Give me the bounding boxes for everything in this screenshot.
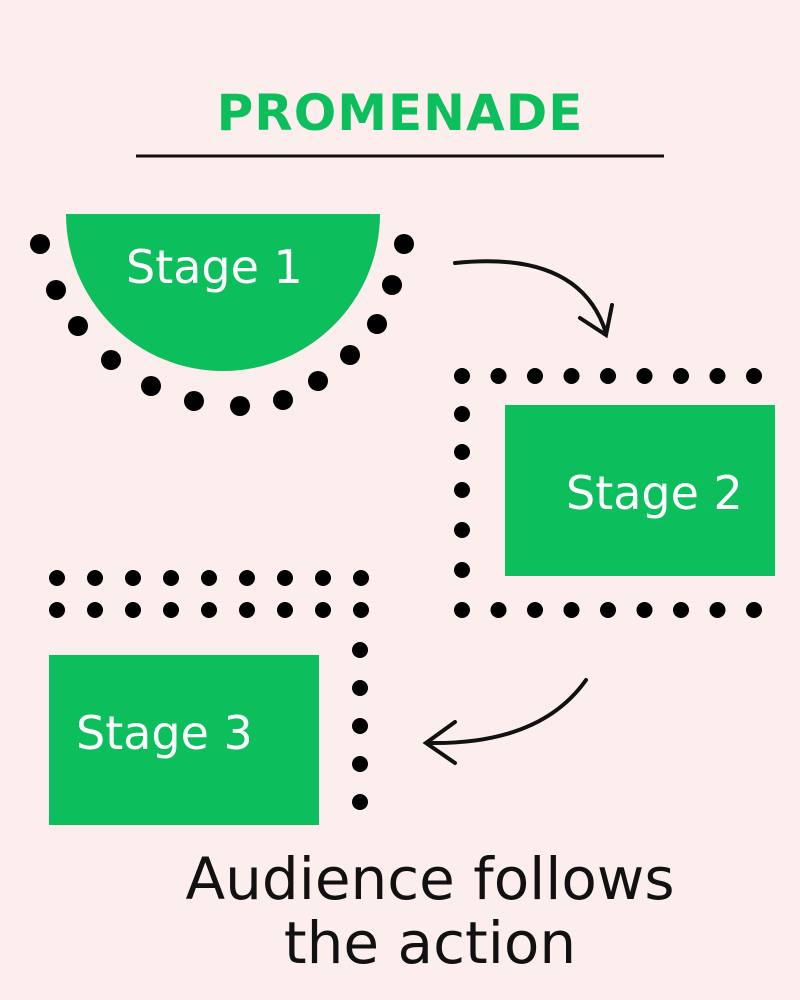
audience-dot-icon bbox=[101, 350, 121, 370]
audience-dot-icon bbox=[125, 602, 141, 618]
curved-arrow-icon bbox=[453, 259, 614, 339]
audience-dot-icon bbox=[709, 602, 726, 618]
audience-dot-icon bbox=[352, 794, 368, 810]
audience-dot-icon bbox=[163, 602, 179, 618]
audience-dot-icon bbox=[709, 368, 726, 384]
audience-dot-icon bbox=[340, 345, 360, 365]
audience-dot-icon bbox=[382, 275, 402, 295]
audience-dot-icon bbox=[184, 391, 204, 411]
audience-dot-icon bbox=[277, 602, 293, 618]
audience-dot-icon bbox=[746, 368, 762, 384]
audience-dot-icon bbox=[277, 570, 293, 586]
audience-dot-icon bbox=[636, 368, 653, 384]
stage-3-label: Stage 3 bbox=[76, 706, 253, 760]
stage-1-label: Stage 1 bbox=[126, 240, 303, 294]
audience-dot-icon bbox=[454, 602, 470, 618]
audience-dot-icon bbox=[68, 316, 88, 336]
audience-dot-icon bbox=[30, 234, 50, 254]
audience-dot-icon bbox=[746, 602, 762, 618]
audience-dot-icon bbox=[239, 602, 255, 618]
audience-dot-icon bbox=[352, 718, 368, 734]
audience-dot-icon bbox=[163, 570, 179, 586]
stage-2-label: Stage 2 bbox=[566, 466, 743, 520]
caption-line-2: the action bbox=[283, 909, 577, 977]
curved-arrow-icon bbox=[422, 678, 588, 765]
audience-dot-icon bbox=[673, 602, 689, 618]
audience-dot-icon bbox=[527, 602, 543, 618]
audience-dot-icon bbox=[454, 522, 470, 538]
stage-3-shape bbox=[49, 655, 319, 825]
audience-dot-icon bbox=[141, 376, 161, 396]
audience-dot-icon bbox=[125, 570, 141, 586]
audience-dot-icon bbox=[273, 390, 293, 410]
audience-dot-icon bbox=[308, 371, 328, 391]
audience-dot-icon bbox=[46, 280, 66, 300]
audience-dot-icon bbox=[490, 368, 507, 384]
audience-dots bbox=[30, 234, 762, 810]
audience-dot-icon bbox=[367, 314, 387, 334]
audience-dot-icon bbox=[230, 396, 250, 416]
page-title: PROMENADE bbox=[216, 84, 584, 142]
stage-1-shape bbox=[66, 214, 380, 371]
audience-dot-icon bbox=[600, 602, 616, 618]
audience-dot-icon bbox=[673, 368, 689, 384]
audience-dot-icon bbox=[454, 406, 470, 422]
audience-dot-icon bbox=[563, 602, 580, 618]
audience-dot-icon bbox=[49, 602, 65, 618]
audience-dot-icon bbox=[454, 482, 470, 498]
audience-dot-icon bbox=[201, 602, 217, 618]
audience-dot-icon bbox=[87, 570, 103, 586]
caption-line-1: Audience follows bbox=[185, 845, 675, 913]
audience-dot-icon bbox=[315, 602, 331, 618]
audience-dot-icon bbox=[352, 756, 368, 772]
audience-dot-icon bbox=[394, 234, 414, 254]
audience-dot-icon bbox=[636, 602, 653, 618]
audience-dot-icon bbox=[454, 444, 470, 460]
audience-dot-icon bbox=[563, 368, 580, 384]
audience-dot-icon bbox=[454, 368, 470, 384]
audience-dot-icon bbox=[600, 368, 616, 384]
audience-dot-icon bbox=[490, 602, 507, 618]
audience-dot-icon bbox=[527, 368, 543, 384]
audience-dot-icon bbox=[239, 570, 255, 586]
stage-2-shape bbox=[505, 405, 775, 576]
audience-dot-icon bbox=[315, 570, 331, 586]
audience-dot-icon bbox=[353, 602, 369, 618]
audience-dot-icon bbox=[49, 570, 65, 586]
audience-dot-icon bbox=[454, 562, 470, 578]
audience-dot-icon bbox=[201, 570, 217, 586]
audience-dot-icon bbox=[352, 680, 368, 696]
audience-dot-icon bbox=[87, 602, 103, 618]
audience-dot-icon bbox=[353, 570, 369, 586]
audience-dot-icon bbox=[352, 642, 368, 658]
